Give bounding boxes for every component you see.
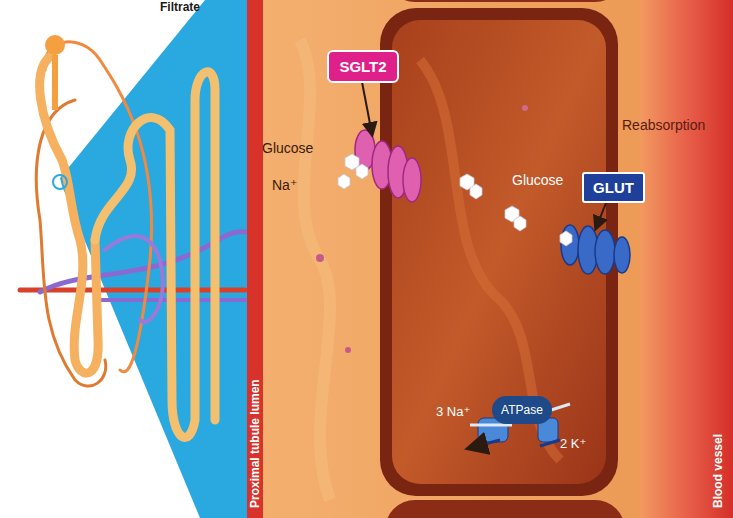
node-text: GLUT <box>593 179 634 196</box>
transporter-label: GLUT <box>582 172 645 203</box>
molecule-label: Glucose <box>512 172 563 188</box>
ion-label: Na⁺ <box>272 177 297 193</box>
node-text: Proximal tubule lumen <box>248 379 262 508</box>
process-label: Reabsorption <box>622 117 705 133</box>
vessel-label: Blood vessel <box>711 434 725 508</box>
molecule-label: Glucose <box>262 140 313 156</box>
node-text: SGLT2 <box>339 58 386 75</box>
node-text: ATPase <box>501 403 543 417</box>
transporter-label: SGLT2 <box>327 50 399 83</box>
lumen-band: Proximal tubule lumen <box>247 0 263 518</box>
ion-label: 2 K⁺ <box>560 436 586 451</box>
ion-label: 3 Na⁺ <box>436 404 470 419</box>
pump-oval: ATPase <box>492 396 552 424</box>
filtrate-label: Filtrate <box>160 0 200 14</box>
